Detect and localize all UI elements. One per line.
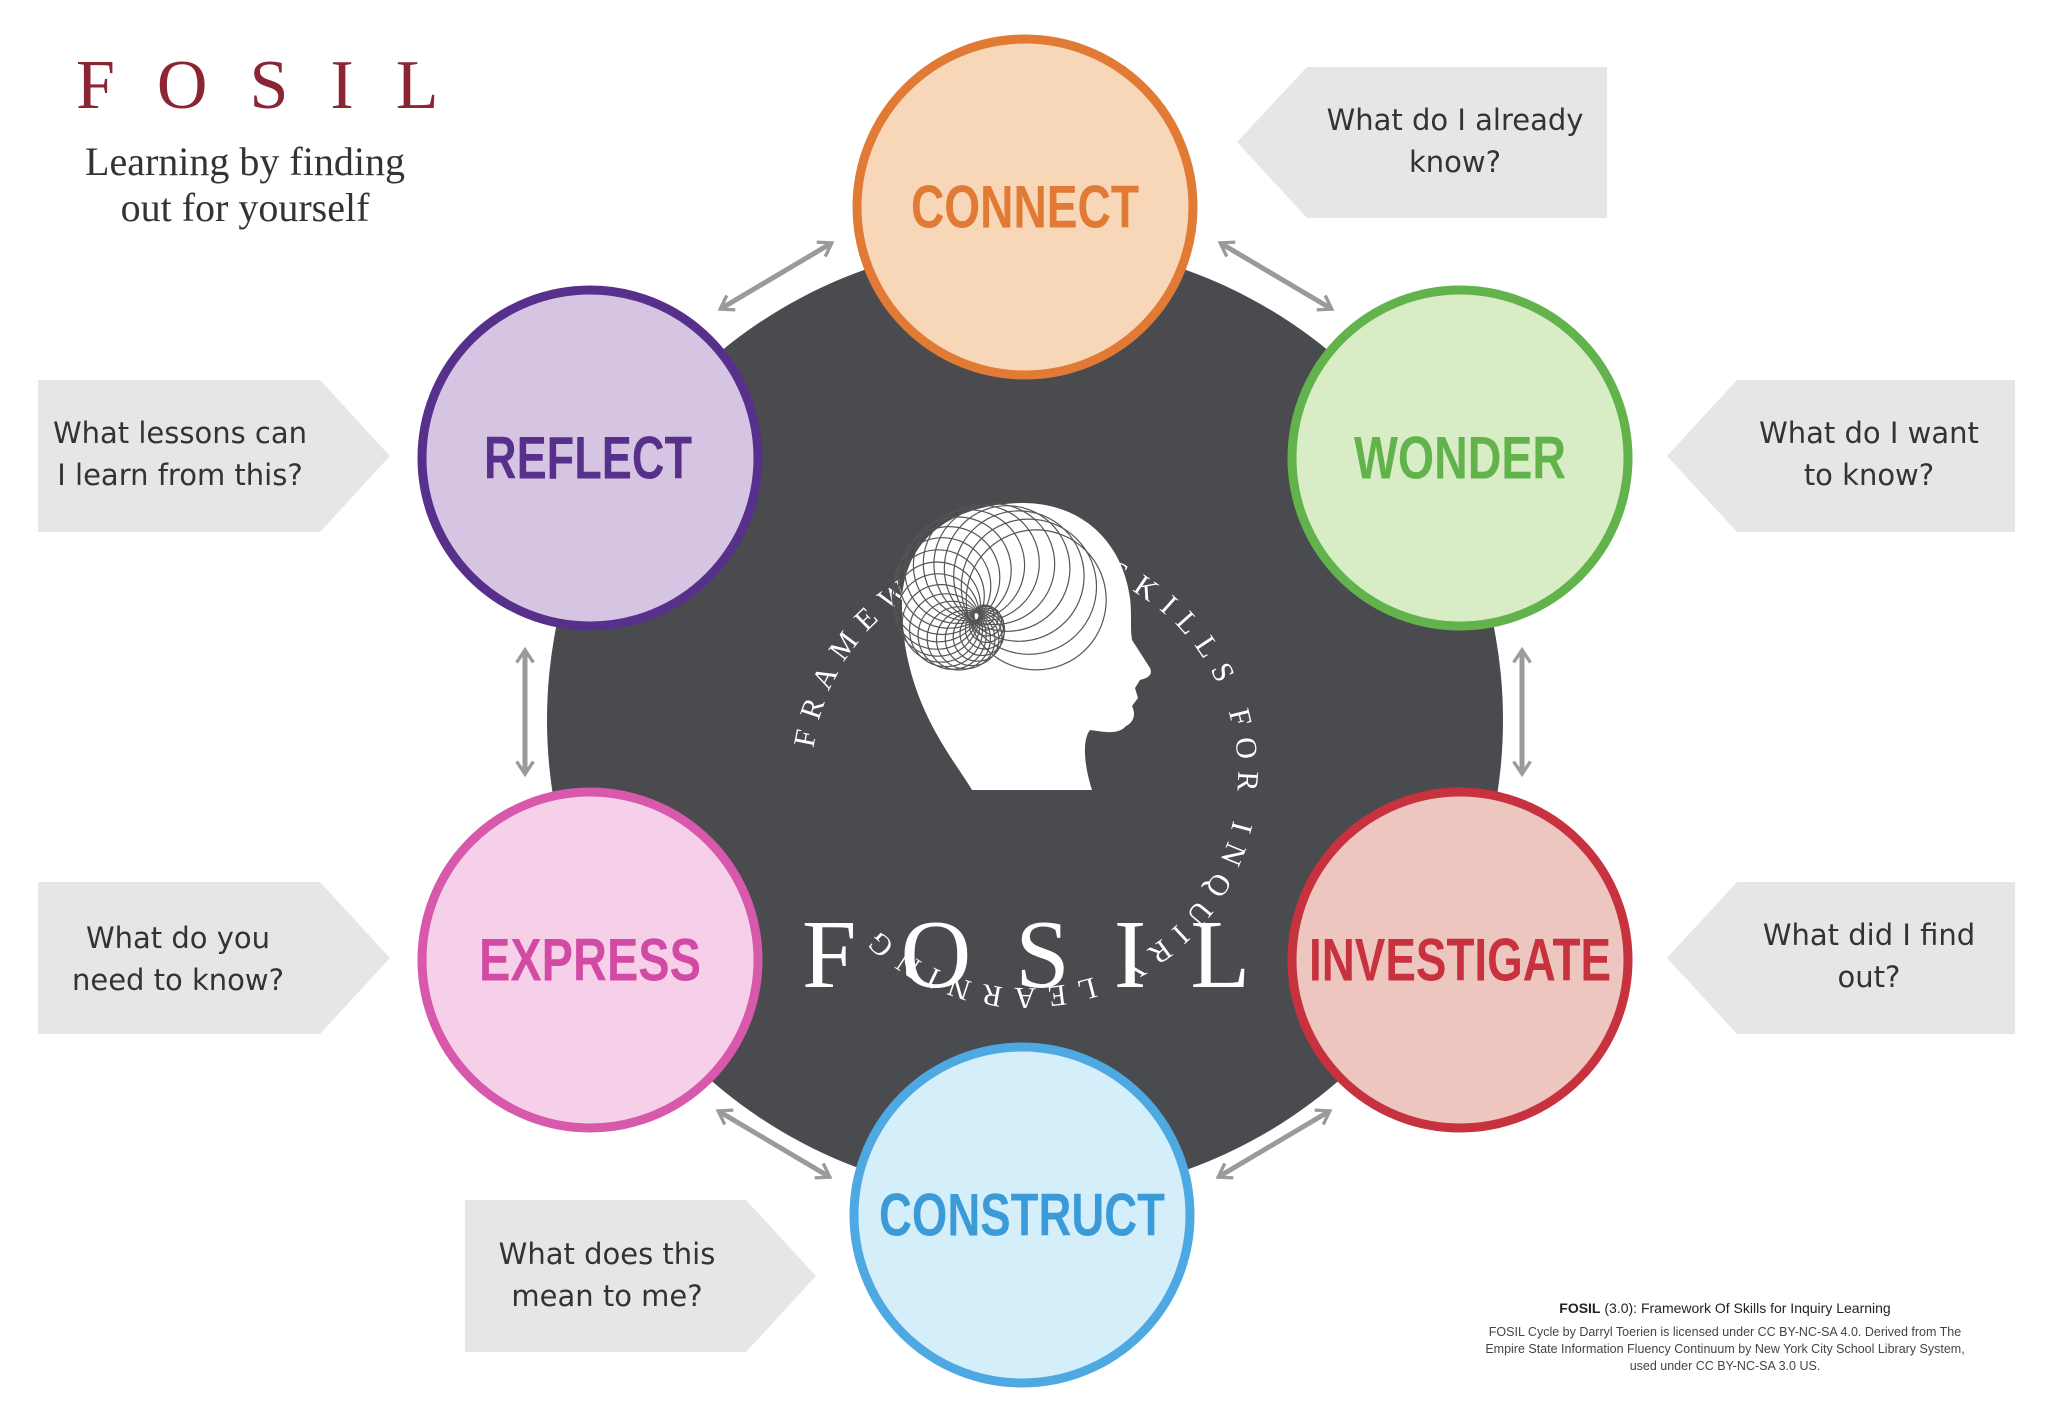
spiral-ring — [897, 526, 1001, 629]
stage-reflect: REFLECT — [417, 285, 763, 631]
footer-heading: FOSIL (3.0): Framework Of Skills for Inq… — [1559, 1300, 1890, 1316]
spiral-ring — [943, 505, 1071, 632]
footer-line3: used under CC BY-NC-SA 3.0 US. — [1630, 1359, 1821, 1373]
arrow-construct-express — [715, 1108, 833, 1180]
stage-investigate: INVESTIGATE — [1287, 787, 1633, 1133]
stage-wonder: WONDER — [1287, 285, 1633, 631]
stage-reflect-label: REFLECT — [484, 425, 692, 492]
question-investigate-line2: out? — [1838, 960, 1901, 994]
stage-express-circle — [417, 787, 763, 1133]
question-express-line2: need to know? — [72, 963, 284, 997]
arrow-investigate-construct — [1215, 1108, 1333, 1180]
footer-line1: FOSIL Cycle by Darryl Toerien is license… — [1489, 1325, 1961, 1339]
head-spiral-icon — [891, 502, 1151, 790]
spiral-ring — [893, 537, 992, 636]
question-express-line1: What do you — [86, 921, 270, 955]
question-reflect-line1: What lessons can — [53, 416, 307, 450]
question-wonder-line2: to know? — [1804, 458, 1934, 492]
question-connect-line1: What do I already — [1327, 103, 1584, 137]
callout-reflect: What lessons can I learn from this? — [38, 380, 390, 532]
brand-tagline-line1: Learning by finding — [85, 139, 405, 184]
stage-connect: CONNECT — [852, 34, 1198, 380]
question-investigate-line1: What did I find — [1763, 918, 1975, 952]
footer-credit: FOSIL (3.0): Framework Of Skills for Inq… — [1485, 1300, 1964, 1373]
brand-tagline-line2: out for yourself — [121, 185, 371, 230]
stage-connect-circle — [852, 34, 1198, 380]
stage-wonder-circle — [1287, 285, 1633, 631]
center-wordmark: FOSIL — [802, 901, 1294, 1009]
brand-title: FOSIL — [76, 47, 480, 124]
spiral-ring — [891, 549, 985, 643]
stage-construct-circle — [849, 1042, 1195, 1388]
callout-investigate: What did I find out? — [1667, 882, 2015, 1034]
stage-construct-label: CONSTRUCT — [879, 1182, 1165, 1249]
spiral-ring — [917, 600, 987, 670]
stage-express: EXPRESS — [417, 787, 763, 1133]
spiral-ring — [904, 516, 1012, 625]
callout-wonder: What do I want to know? — [1667, 380, 2015, 532]
spiral-ring — [944, 611, 1000, 667]
stage-construct: CONSTRUCT — [849, 1042, 1195, 1388]
stage-investigate-label: INVESTIGATE — [1309, 927, 1611, 994]
cycle-arrows — [515, 240, 1532, 1180]
spiral-ring — [953, 510, 1085, 642]
callout-connect: What do I already know? — [1237, 67, 1607, 218]
footer-line2: Empire State Information Fluency Continu… — [1485, 1342, 1964, 1356]
question-construct-line2: mean to me? — [511, 1279, 702, 1313]
question-reflect-line2: I learn from this? — [57, 458, 302, 492]
spiral-ring — [933, 503, 1056, 626]
callout-construct: What does this mean to me? — [465, 1200, 816, 1352]
question-wonder-line1: What do I want — [1759, 416, 1979, 450]
question-connect-line2: know? — [1409, 145, 1501, 179]
spiral-ring — [965, 529, 1107, 671]
spiral-ring — [926, 606, 992, 671]
callout-express: What do you need to know? — [38, 882, 390, 1034]
spiral-ring — [960, 518, 1098, 655]
arrow-reflect-connect — [717, 240, 835, 312]
stage-investigate-circle — [1287, 787, 1633, 1133]
question-construct-line1: What does this — [499, 1237, 716, 1271]
arrow-connect-wonder — [1217, 240, 1335, 312]
stage-reflect-circle — [417, 285, 763, 631]
stage-connect-label: CONNECT — [911, 174, 1139, 241]
stage-wonder-label: WONDER — [1354, 425, 1566, 492]
stage-express-label: EXPRESS — [479, 927, 701, 994]
